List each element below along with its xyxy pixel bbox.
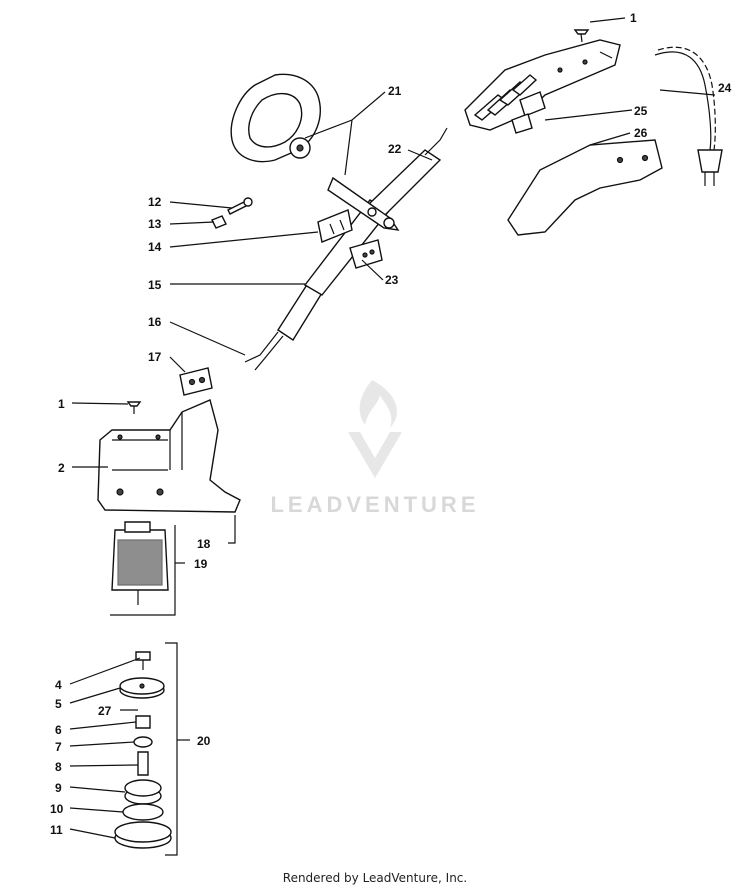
callout-12: 12: [148, 195, 162, 209]
callout-4: 4: [55, 678, 62, 692]
callout-6: 6: [55, 723, 62, 737]
callout-1-top: 1: [630, 11, 637, 25]
callout-26: 26: [634, 126, 648, 140]
callout-11: 11: [50, 823, 63, 837]
nut-plate-part: [179, 367, 213, 396]
clamp-lower-part: [349, 239, 383, 269]
housing-11-part: [114, 821, 172, 849]
callout-7: 7: [55, 740, 62, 754]
callout-2: 2: [58, 461, 65, 475]
motor-housing-part: [97, 399, 241, 513]
callout-8: 8: [55, 760, 62, 774]
callout-24: 24: [718, 81, 732, 95]
watermark-logo-icon: [348, 380, 402, 478]
spool-9-part: [124, 779, 162, 805]
callout-20: 20: [197, 734, 211, 748]
callout-9: 9: [55, 781, 62, 795]
assist-handle-part: [230, 73, 321, 163]
bolt-4-part: [135, 651, 151, 670]
upper-handle-part: [464, 39, 621, 131]
shaft-assembly-part: [244, 127, 448, 371]
spool-shaft-8-part: [137, 751, 149, 776]
screw-top-part: [573, 29, 590, 43]
spring-6-part: [135, 715, 151, 729]
callout-14: 14: [148, 240, 162, 254]
callout-16: 16: [148, 315, 162, 329]
washer-7-part: [133, 736, 153, 748]
switch-part: [511, 91, 546, 134]
callouts: 1 21 22 24 25 26 12 13 14 15 16 17 23 1 …: [50, 11, 732, 837]
power-cord-part: [654, 46, 723, 186]
callout-5: 5: [55, 697, 62, 711]
callout-27: 27: [98, 704, 112, 718]
callout-22: 22: [388, 142, 402, 156]
callout-25: 25: [634, 104, 648, 118]
screw-left-part: [126, 401, 142, 414]
leader-lines: [69, 17, 716, 856]
cap-5-part: [119, 677, 165, 699]
watermark-text: LEADVENTURE: [270, 492, 479, 517]
callout-1-left: 1: [58, 397, 65, 411]
callout-19: 19: [194, 557, 208, 571]
bolt-part: [227, 197, 253, 215]
callout-15: 15: [148, 278, 162, 292]
footer-credit: Rendered by LeadVenture, Inc.: [283, 871, 467, 885]
ring-10-part: [122, 803, 164, 821]
callout-23: 23: [385, 273, 399, 287]
handle-half-part: [507, 139, 663, 236]
callout-10: 10: [50, 802, 64, 816]
callout-21: 21: [388, 84, 402, 98]
wing-nut-part: [211, 215, 227, 229]
clamp-part: [317, 209, 353, 243]
callout-17: 17: [148, 350, 162, 364]
motor-part: [111, 521, 169, 605]
callout-18: 18: [197, 537, 211, 551]
callout-13: 13: [148, 217, 162, 231]
